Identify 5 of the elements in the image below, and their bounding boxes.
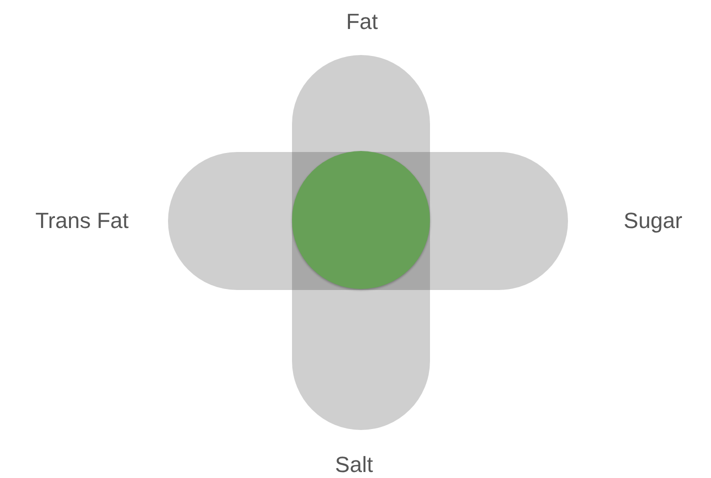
category-label: Salt: [335, 452, 373, 478]
category-label: Trans Fat: [35, 208, 129, 234]
center-circle: [292, 151, 430, 289]
category-label: Fat: [346, 9, 378, 35]
category-label: Sugar: [624, 208, 682, 234]
